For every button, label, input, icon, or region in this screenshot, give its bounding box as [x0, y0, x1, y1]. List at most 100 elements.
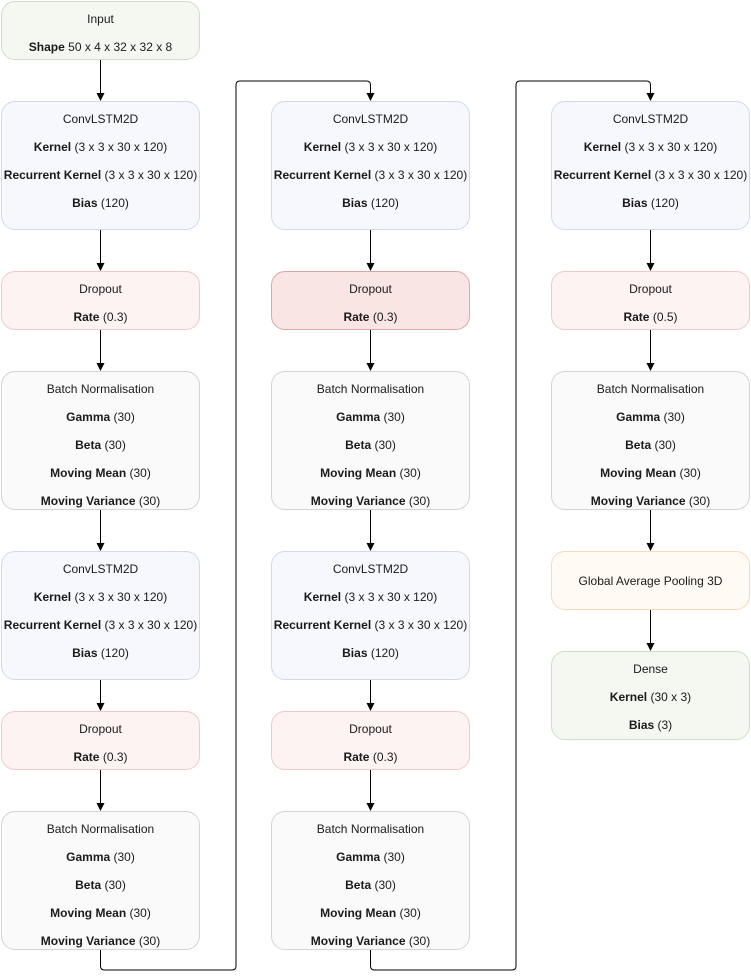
- param-shape: Shape 50 x 4 x 32 x 32 x 8: [2, 40, 199, 54]
- param-gamma: Gamma (30): [2, 410, 199, 424]
- param-value: (0.3): [372, 310, 398, 324]
- param-gamma: Gamma (30): [272, 850, 469, 864]
- param-value: (120): [370, 646, 399, 660]
- param-moving-mean: Moving Mean (30): [552, 466, 749, 480]
- param-rate: Rate (0.3): [272, 750, 469, 764]
- param-bias: Bias (3): [552, 718, 749, 732]
- param-beta: Beta (30): [272, 438, 469, 452]
- block-title: Batch Normalisation: [596, 382, 705, 396]
- param-bias: Bias (120): [552, 196, 749, 210]
- param-name: Kernel: [609, 690, 648, 704]
- block-title: Dropout: [349, 282, 392, 296]
- block-title: ConvLSTM2D: [612, 112, 689, 126]
- param-beta: Beta (30): [2, 878, 199, 892]
- param-value: (0.3): [372, 750, 398, 764]
- param-value: (120): [370, 196, 399, 210]
- param-name: Moving Variance: [310, 934, 406, 948]
- param-name: Rate: [73, 310, 100, 324]
- param-value: (30): [679, 466, 701, 480]
- block-title: Dropout: [629, 282, 672, 296]
- block-title: Batch Normalisation: [316, 822, 425, 836]
- param-name: Kernel: [583, 140, 622, 154]
- param-name: Moving Mean: [320, 906, 397, 920]
- param-value: 50 x 4 x 32 x 32 x 8: [68, 40, 173, 54]
- param-moving-mean: Moving Mean (30): [2, 906, 199, 920]
- param-value: (3 x 3 x 30 x 120): [344, 140, 438, 154]
- param-name: Bias: [72, 646, 98, 660]
- param-name: Rate: [623, 310, 650, 324]
- param-name: Moving Mean: [320, 466, 397, 480]
- param-name: Bias: [622, 196, 648, 210]
- param-value: (30): [104, 438, 126, 452]
- param-moving-mean: Moving Mean (30): [2, 466, 199, 480]
- block-title: Batch Normalisation: [316, 382, 425, 396]
- param-value: (3 x 3 x 30 x 120): [654, 168, 748, 182]
- param-value: (30): [129, 466, 151, 480]
- param-value: (3 x 3 x 30 x 120): [104, 168, 198, 182]
- param-name: Kernel: [33, 140, 72, 154]
- param-value: (0.3): [102, 750, 128, 764]
- param-value: (120): [100, 196, 129, 210]
- param-rate: Rate (0.3): [272, 310, 469, 324]
- param-kernel: Kernel (30 x 3): [552, 690, 749, 704]
- param-value: (3 x 3 x 30 x 120): [374, 618, 468, 632]
- param-name: Beta: [75, 438, 102, 452]
- param-recurrent-kernel: Recurrent Kernel (3 x 3 x 30 x 120): [2, 618, 199, 632]
- param-value: (30): [399, 906, 421, 920]
- param-recurrent-kernel: Recurrent Kernel (3 x 3 x 30 x 120): [272, 618, 469, 632]
- param-value: (3 x 3 x 30 x 120): [74, 140, 168, 154]
- param-name: Rate: [343, 750, 370, 764]
- param-value: (30): [113, 410, 135, 424]
- param-value: (30): [138, 494, 161, 508]
- param-name: Bias: [342, 646, 368, 660]
- block-title: ConvLSTM2D: [62, 112, 139, 126]
- param-value: (3 x 3 x 30 x 120): [624, 140, 718, 154]
- param-value: (120): [100, 646, 129, 660]
- param-value: (30): [408, 494, 431, 508]
- block-title: Dense: [633, 662, 668, 676]
- param-value: (3 x 3 x 30 x 120): [104, 618, 198, 632]
- param-moving-mean: Moving Mean (30): [272, 906, 469, 920]
- param-value: (0.5): [652, 310, 678, 324]
- param-value: (30): [399, 466, 421, 480]
- param-name: Gamma: [66, 410, 111, 424]
- param-name: Moving Mean: [50, 466, 127, 480]
- param-name: Gamma: [336, 410, 381, 424]
- param-kernel: Kernel (3 x 3 x 30 x 120): [2, 590, 199, 604]
- param-beta: Beta (30): [552, 438, 749, 452]
- block-title: Dropout: [79, 282, 122, 296]
- param-value: (30): [129, 906, 151, 920]
- param-moving-variance: Moving Variance (30): [552, 494, 749, 508]
- param-value: (30): [663, 410, 685, 424]
- param-name: Beta: [345, 878, 372, 892]
- param-value: (3 x 3 x 30 x 120): [74, 590, 168, 604]
- param-bias: Bias (120): [2, 196, 199, 210]
- param-value: (30): [654, 438, 676, 452]
- param-name: Bias: [72, 196, 98, 210]
- param-name: Gamma: [66, 850, 111, 864]
- param-name: Moving Variance: [40, 494, 136, 508]
- block-title: Global Average Pooling 3D: [578, 574, 723, 588]
- param-value: (30): [138, 934, 161, 948]
- param-name: Gamma: [616, 410, 661, 424]
- param-name: Moving Variance: [40, 934, 136, 948]
- param-recurrent-kernel: Recurrent Kernel (3 x 3 x 30 x 120): [272, 168, 469, 182]
- param-value: (30): [383, 850, 405, 864]
- param-name: Moving Mean: [600, 466, 677, 480]
- param-name: Rate: [73, 750, 100, 764]
- param-kernel: Kernel (3 x 3 x 30 x 120): [272, 140, 469, 154]
- param-rate: Rate (0.3): [2, 750, 199, 764]
- param-name: Moving Variance: [590, 494, 686, 508]
- param-recurrent-kernel: Recurrent Kernel (3 x 3 x 30 x 120): [552, 168, 749, 182]
- param-bias: Bias (120): [2, 646, 199, 660]
- param-value: (30): [408, 934, 431, 948]
- param-name: Kernel: [303, 140, 342, 154]
- block-title: Input: [87, 12, 114, 26]
